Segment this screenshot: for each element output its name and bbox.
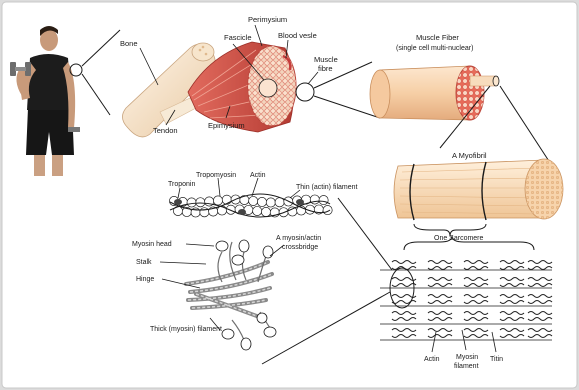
actin-bead	[222, 195, 231, 204]
label-titin: Titin	[490, 356, 503, 363]
actin-bead	[226, 205, 235, 214]
actin-bead	[266, 198, 275, 207]
label-muscle-fibre-2: fibre	[318, 64, 333, 73]
actin-bead	[257, 197, 266, 206]
label-perimysium: Perimysium	[248, 15, 287, 24]
label-muscle-fiber-sub: (single cell multi-nuclear)	[396, 45, 473, 52]
label-troponin: Troponin	[168, 181, 195, 188]
label-crossbridge-1: A myosin/actin	[276, 235, 321, 242]
label-thick-filament: Thick (myosin) filament	[150, 326, 222, 333]
actin-bead	[253, 206, 262, 215]
label-tropomyosin: Tropomyosin	[196, 172, 236, 179]
label-myosin-head: Myosin head	[132, 241, 172, 248]
label-one-sarcomere: One Sarcomere	[434, 235, 484, 242]
actin-bead	[288, 207, 297, 216]
label-stalk: Stalk	[136, 259, 152, 266]
actin-bead	[213, 196, 222, 205]
label-myosin-filament-1: Myosin	[456, 354, 478, 361]
label-tendon: Tendon	[153, 126, 178, 135]
actin-bead	[323, 205, 332, 214]
actin-bead	[319, 195, 328, 204]
label-thin-filament: Thin (actin) filament	[296, 184, 358, 191]
label-crossbridge-2: crossbridge	[282, 244, 318, 251]
actin-bead	[261, 207, 270, 216]
muscle-fiber-illustration	[370, 66, 499, 120]
label-hinge: Hinge	[136, 276, 154, 283]
label-myofibril: A Myofibril	[452, 151, 487, 160]
actin-bead	[196, 198, 205, 207]
label-muscle-fiber-title: Muscle Fiber	[416, 33, 459, 42]
label-blood-vessel: Blood vesle	[278, 31, 317, 40]
label-fascicle: Fascicle	[224, 33, 252, 42]
label-bone: Bone	[120, 39, 138, 48]
actin-bead	[310, 195, 319, 204]
actin-bead	[205, 197, 214, 206]
actin-bead	[249, 196, 258, 205]
label-epimysium: Epimysium	[208, 121, 245, 130]
actin-bead	[187, 198, 196, 207]
label-actin-top: Actin	[250, 172, 266, 179]
label-muscle-fibre-1: Muscle	[314, 55, 338, 64]
label-myosin-filament-2: filament	[454, 363, 479, 370]
label-actin-bottom: Actin	[424, 356, 440, 363]
myofibril-illustration	[394, 159, 563, 220]
